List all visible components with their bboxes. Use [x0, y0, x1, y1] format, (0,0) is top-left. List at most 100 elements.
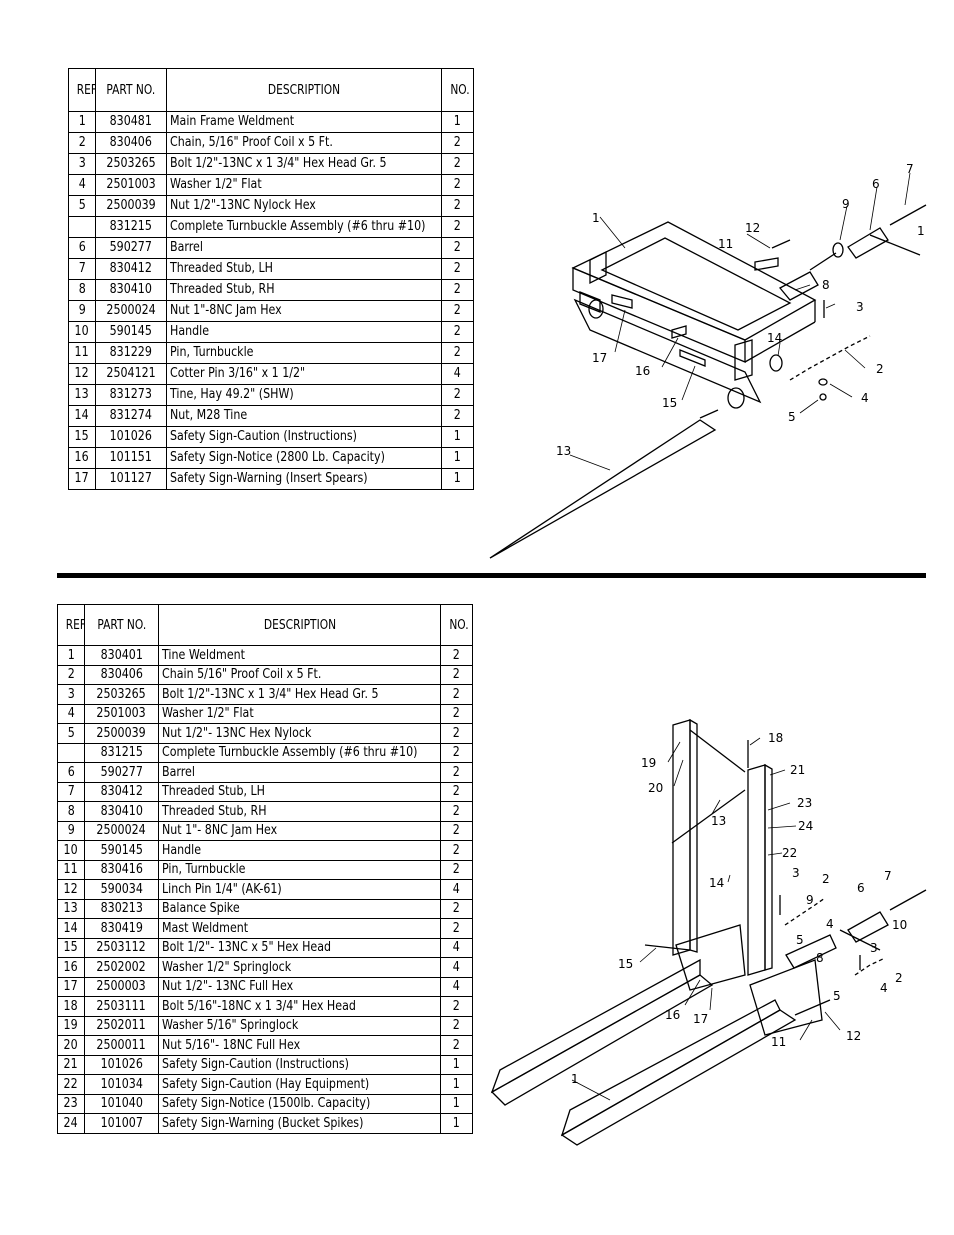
description-cell: Bolt 5/16"-18NC x 1 3/4" Hex Head — [158, 996, 441, 1017]
callout-4: 4 — [826, 917, 834, 931]
description-cell: Bolt 1/2"- 13NC x 5" Hex Head — [158, 937, 441, 958]
callout-18: 18 — [768, 731, 783, 745]
balance-spike-13 — [671, 789, 746, 844]
bolt-15 — [644, 944, 691, 951]
description-cell: Washer 1/2" Flat — [166, 174, 442, 196]
part-number-cell: 590145 — [84, 840, 159, 861]
ref-cell: 18 — [57, 996, 85, 1017]
description-cell: Chain 5/16" Proof Coil x 5 Ft. — [158, 664, 441, 685]
mast-right — [747, 764, 766, 976]
callout-5b: 5 — [833, 989, 841, 1003]
sign-15 — [679, 349, 706, 367]
fork-right-top — [560, 999, 781, 1137]
ref-cell: 14 — [57, 918, 85, 939]
callout-14: 14 — [767, 331, 782, 345]
header-part-no: PART NO. — [84, 604, 159, 646]
part-number-cell: 831273 — [95, 384, 167, 406]
jam-nut-9 — [832, 242, 844, 258]
frame-right-lower — [744, 321, 816, 363]
quantity-cell: 2 — [440, 645, 473, 666]
description-cell: Chain, 5/16" Proof Coil x 5 Ft. — [166, 132, 442, 154]
header-no-req: NO. REQ. — [441, 68, 474, 112]
description-cell: Nut 1/2"-13NC Nylock Hex — [166, 195, 442, 217]
header-description: DESCRIPTION — [158, 604, 441, 646]
frame-left-bracket — [579, 291, 601, 313]
ref-cell: 11 — [68, 342, 96, 364]
description-cell: Safety Sign-Notice (1500lb. Capacity) — [158, 1093, 441, 1114]
ref-cell: 16 — [68, 447, 96, 469]
callout-9: 9 — [842, 197, 850, 211]
callout-13: 13 — [711, 814, 726, 828]
part-number-cell: 830412 — [95, 258, 167, 280]
callout-2: 2 — [876, 362, 884, 376]
callout-7: 7 — [906, 162, 914, 176]
tine-socket-left — [588, 299, 604, 319]
callout-3b: 3 — [870, 941, 878, 955]
callout-4: 4 — [861, 391, 869, 405]
sign-16 — [671, 325, 687, 339]
pin-11 — [754, 257, 779, 271]
pin-11-fork — [794, 999, 831, 1016]
callout-23: 23 — [797, 796, 812, 810]
mast-left — [672, 719, 691, 956]
frame-front-face — [572, 267, 746, 363]
part-number-cell: 2500024 — [95, 300, 167, 322]
part-number-cell: 2501003 — [95, 174, 167, 196]
bracket-plate — [734, 339, 753, 381]
callout-5: 5 — [788, 410, 796, 424]
callout-19: 19 — [641, 756, 656, 770]
description-cell: Bolt 1/2"-13NC x 1 3/4" Hex Head Gr. 5 — [158, 684, 441, 705]
mast-crossbar — [689, 729, 746, 773]
barrel-6-fork — [847, 911, 889, 943]
stub-7 — [889, 204, 927, 226]
part-number-cell: 830481 — [95, 111, 167, 133]
callout-2: 2 — [822, 872, 830, 886]
callout-6: 6 — [857, 881, 865, 895]
handle-10 — [869, 234, 921, 256]
callout-12: 12 — [846, 1029, 861, 1043]
callout-11: 11 — [718, 237, 733, 251]
part-number-cell: 831229 — [95, 342, 167, 364]
chain-2 — [789, 335, 871, 381]
quantity-cell: 2 — [441, 258, 474, 280]
nut-5 — [819, 393, 827, 401]
header-part-no: PART NO. — [95, 68, 167, 112]
callouts-1: 1 2 3 4 5 6 7 8 9 11 12 13 14 15 16 17 1 — [556, 162, 925, 458]
ref-cell: 11 — [57, 859, 85, 880]
description-cell: Safety Sign-Caution (Hay Equipment) — [158, 1074, 441, 1095]
description-cell: Nut 1/2"- 13NC Hex Nylock — [158, 723, 441, 744]
fork-right — [560, 1009, 797, 1146]
tine-13 — [489, 419, 717, 559]
callout-6: 6 — [872, 177, 880, 191]
stub-8-thread — [809, 252, 837, 271]
callout-15: 15 — [618, 957, 633, 971]
fork-left-bracket — [675, 924, 746, 991]
quantity-cell: 1 — [441, 468, 474, 490]
parts-table-pallet-fork: REF NO. PART NO. DESCRIPTION NO. REQ. 18… — [57, 604, 473, 1134]
callout-15: 15 — [662, 396, 677, 410]
part-number-cell: 830401 — [84, 645, 159, 666]
callout-21: 21 — [790, 763, 805, 777]
part-number-cell: 101007 — [84, 1113, 159, 1134]
cotter-12 — [771, 239, 791, 249]
washer-4 — [818, 378, 828, 386]
callout-11: 11 — [771, 1035, 786, 1049]
header-ref-no: REF NO. — [57, 604, 85, 646]
